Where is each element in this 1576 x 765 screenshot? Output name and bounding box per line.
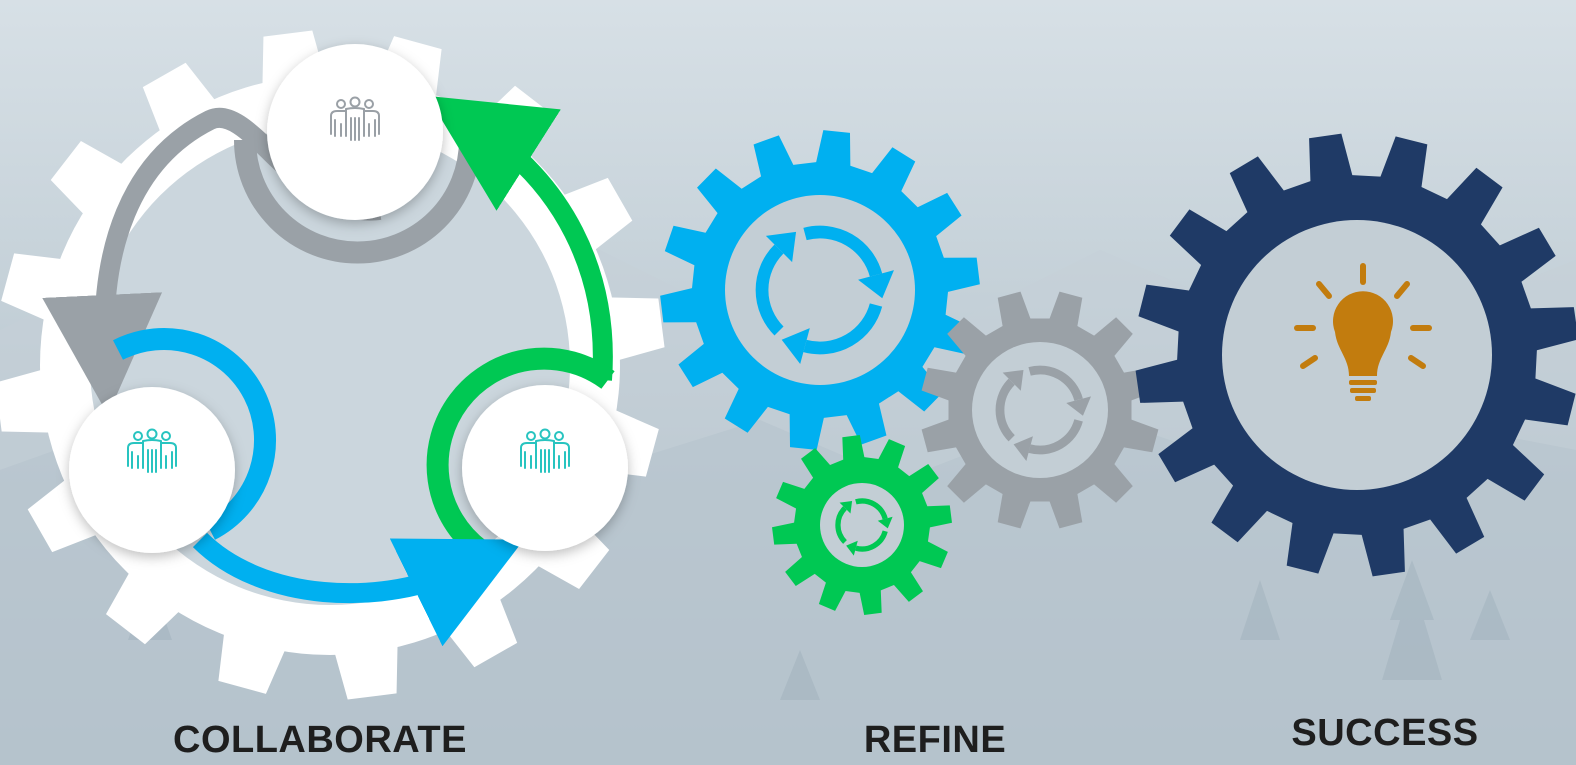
lightbulb-icon <box>1294 263 1432 401</box>
green-arc-right <box>426 347 615 559</box>
collaborate-label: COLLABORATE <box>173 719 467 761</box>
refresh-cycle-icon <box>995 365 1092 462</box>
green-gear-hole <box>820 483 904 567</box>
green-gear <box>772 435 952 615</box>
blue-arc-left <box>113 327 277 540</box>
gray-gear <box>921 291 1159 529</box>
refine-label: REFINE <box>863 719 1007 761</box>
refresh-cycle-icon <box>835 498 893 556</box>
blue-cycle-arrow <box>192 532 524 647</box>
refresh-cycle-icon <box>755 225 894 364</box>
success-label: SUCCESS <box>1291 712 1479 754</box>
gray-gear-hole <box>972 342 1108 478</box>
blue-gear-hole <box>725 195 915 385</box>
blue-gear <box>660 130 980 450</box>
green-cycle-arrow <box>427 95 613 381</box>
